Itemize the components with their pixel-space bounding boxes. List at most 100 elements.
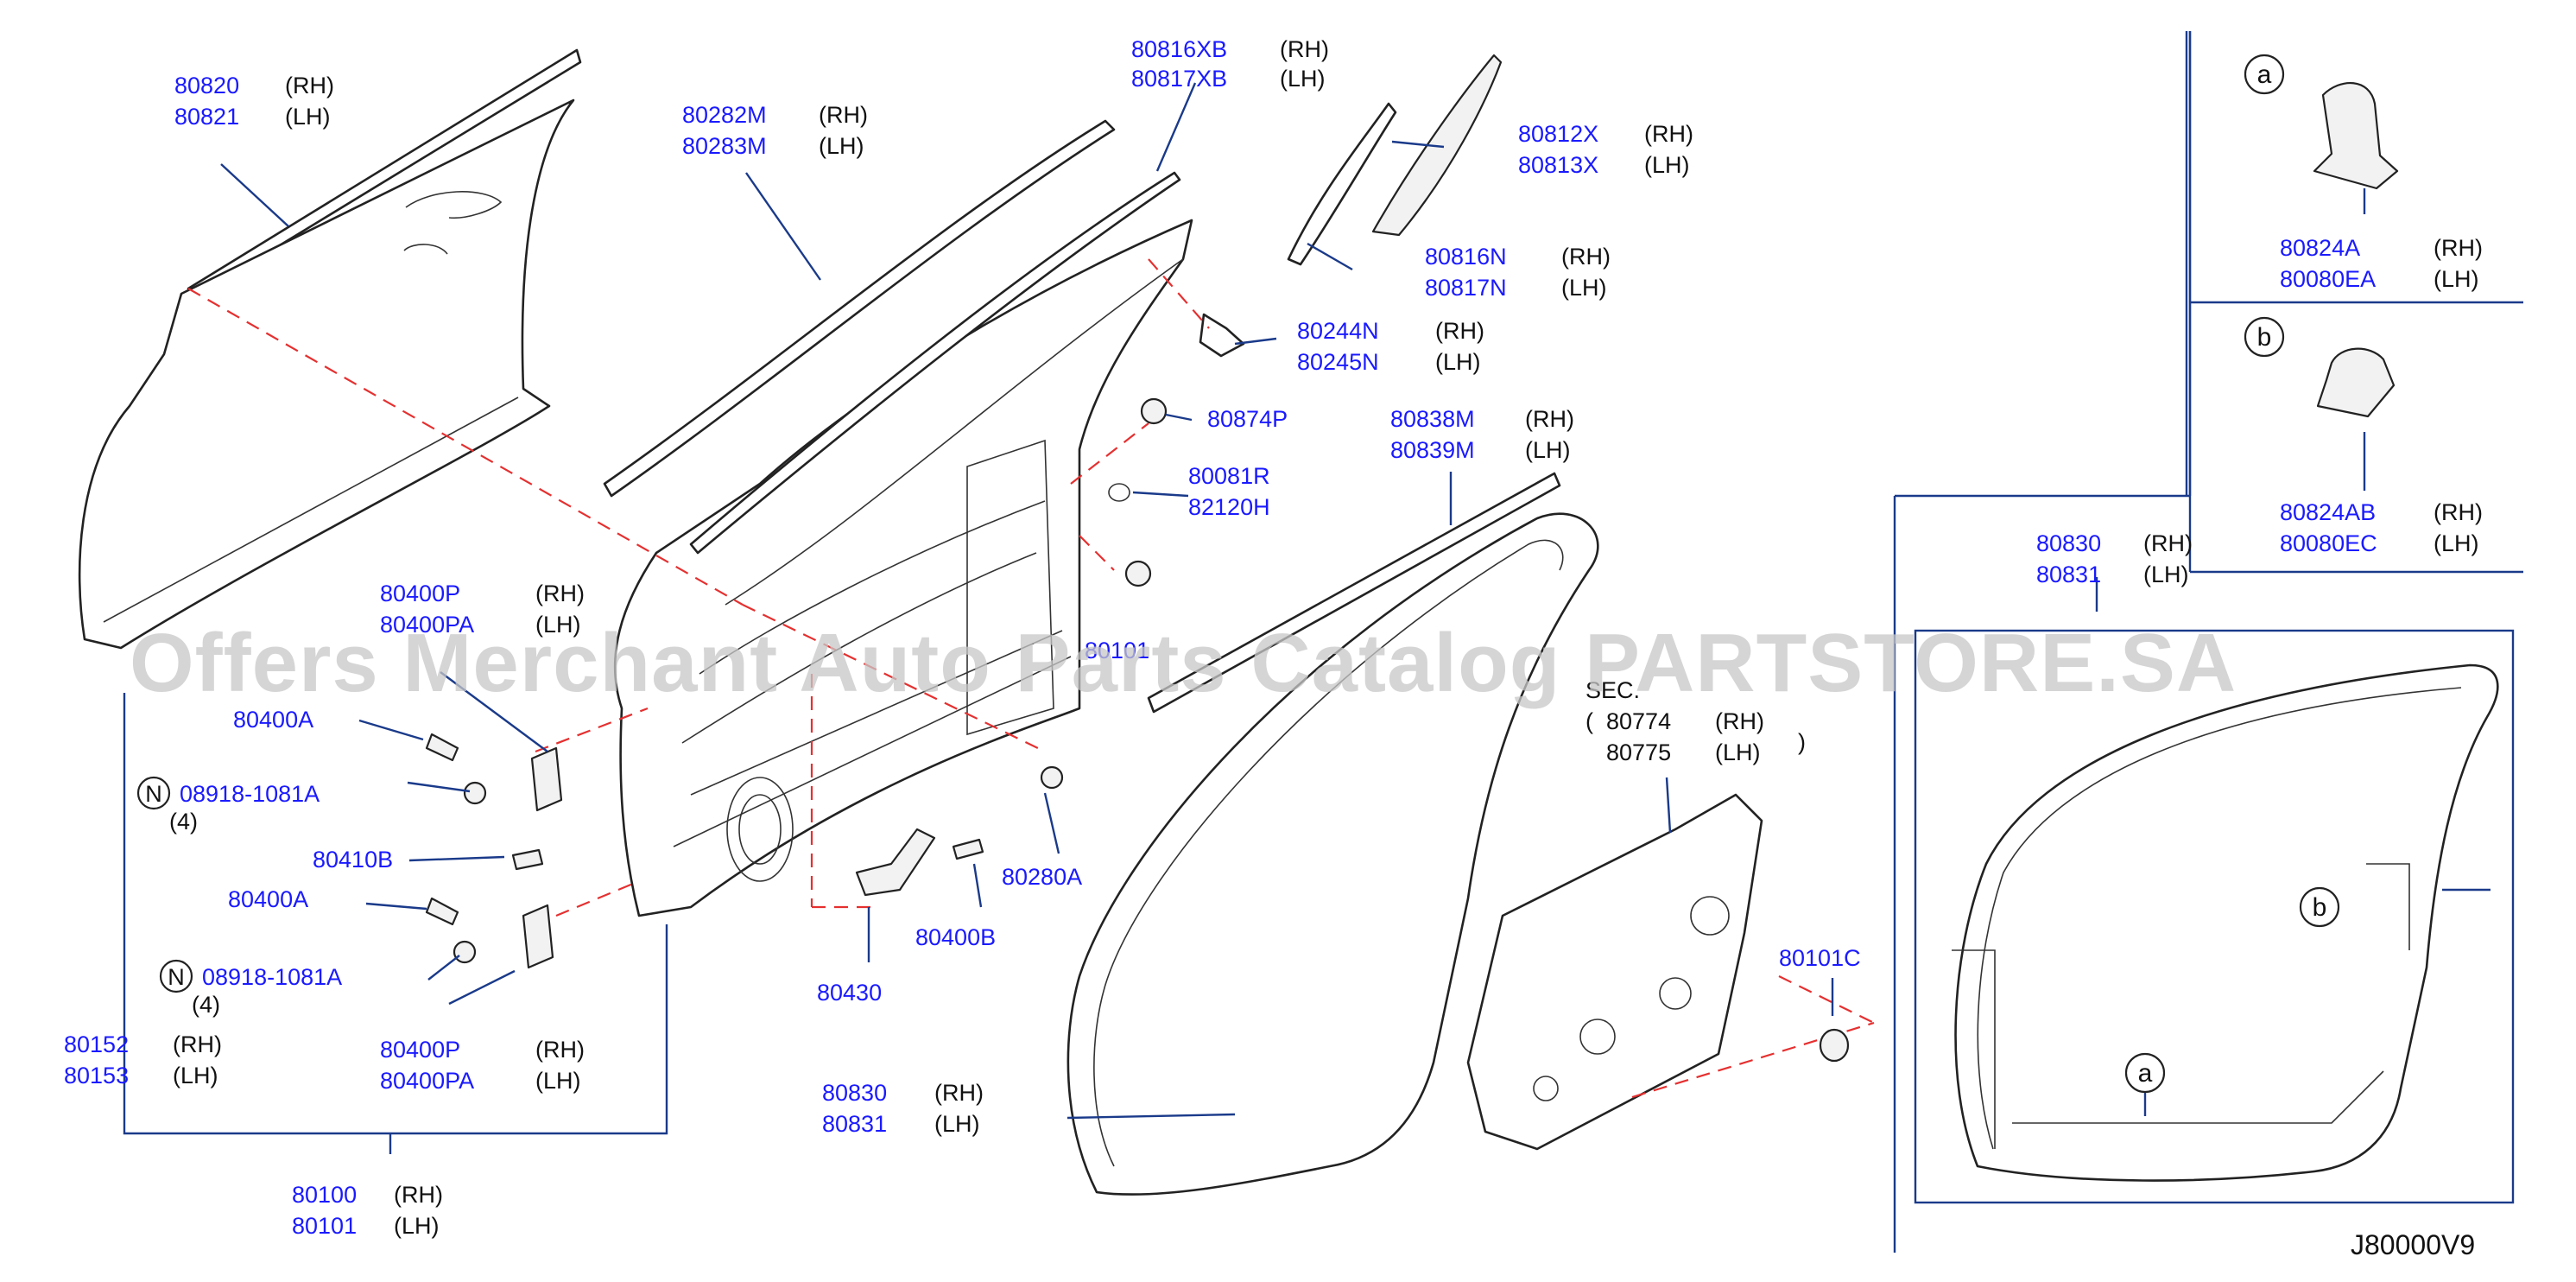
label-80101-partial: 80101	[1085, 638, 1149, 663]
label-lh-80080EC: (LH)	[2434, 530, 2479, 556]
label-rh-80820: (RH)	[285, 73, 334, 98]
label-lh-80400PA-lower: (LH)	[535, 1068, 581, 1094]
label-80410B: 80410B	[313, 847, 393, 873]
label-lh-80831-main: (LH)	[934, 1111, 980, 1137]
label-qty-upper: (4)	[169, 809, 198, 835]
label-rh-80400P-lower: (RH)	[535, 1037, 585, 1063]
label-lh-80153: (LH)	[173, 1063, 218, 1088]
label-80830-main: 80830	[822, 1080, 887, 1106]
callout-a-letter: a	[2257, 60, 2272, 89]
label-lh-80813X: (LH)	[1644, 152, 1690, 178]
label-lh-80245N: (LH)	[1435, 349, 1481, 375]
label-bracket-open: (	[1585, 708, 1593, 734]
label-80244N: 80244N	[1297, 318, 1379, 344]
callout-a-inset-letter: a	[2138, 1059, 2153, 1088]
label-80820: 80820	[174, 73, 239, 98]
diagram-code: J80000V9	[2351, 1229, 2475, 1260]
label-lh-80817XB: (LH)	[1280, 66, 1326, 92]
label-80245N: 80245N	[1297, 349, 1379, 375]
label-rh-80152: (RH)	[173, 1031, 222, 1057]
label-sec: SEC.	[1585, 677, 1640, 703]
weatherstrip-upper	[1147, 472, 1561, 714]
inset-seal-detail	[1952, 663, 2499, 1182]
label-lh-80283M: (LH)	[819, 133, 864, 159]
label-lh-80821: (LH)	[285, 104, 331, 130]
label-80824A: 80824A	[2280, 235, 2360, 261]
label-80874P: 80874P	[1207, 406, 1288, 432]
label-80430: 80430	[817, 980, 882, 1006]
callout-a-inset-circle	[2124, 1052, 2166, 1094]
door-outer-panel	[78, 48, 582, 650]
label-80816XB: 80816XB	[1131, 36, 1227, 62]
label-80152: 80152	[64, 1031, 129, 1057]
sealing-screen	[1466, 793, 1763, 1151]
label-80080EA: 80080EA	[2280, 266, 2376, 292]
label-lh-80839M: (LH)	[1525, 437, 1571, 463]
label-80774: 80774	[1606, 708, 1671, 734]
label-80813X: 80813X	[1518, 152, 1598, 178]
label-lh-80400PA-upper: (LH)	[535, 612, 581, 638]
label-lh-80080EA: (LH)	[2434, 266, 2479, 292]
label-80080EC: 80080EC	[2280, 530, 2377, 556]
callout-a-circle	[2244, 54, 2285, 95]
label-80839M: 80839M	[1390, 437, 1475, 463]
label-80100: 80100	[292, 1182, 357, 1208]
label-80101: 80101	[292, 1213, 357, 1239]
label-80775: 80775	[1606, 739, 1671, 765]
callout-b-letter: b	[2257, 323, 2272, 352]
label-rh-80816N: (RH)	[1561, 244, 1611, 270]
label-80400P-lower: 80400P	[380, 1037, 460, 1063]
label-08918-lower: 08918-1081A	[202, 964, 342, 990]
label-80101C: 80101C	[1779, 945, 1861, 971]
label-rh-80830-inset: (RH)	[2143, 530, 2193, 556]
callouts: a b b a N N	[136, 54, 2340, 1094]
label-80838M: 80838M	[1390, 406, 1475, 432]
label-80400P-upper: 80400P	[380, 581, 460, 606]
label-rh-80400P-upper: (RH)	[535, 581, 585, 606]
label-lh-80817N: (LH)	[1561, 275, 1607, 301]
nut-symbol-2: N	[168, 964, 185, 990]
label-80282M: 80282M	[682, 102, 767, 128]
callout-b-inset-circle	[2299, 886, 2340, 928]
label-80817N: 80817N	[1425, 275, 1507, 301]
nut-symbol-circle-1	[136, 776, 171, 810]
label-80280A: 80280A	[1002, 864, 1082, 890]
label-80830-inset: 80830	[2036, 530, 2101, 556]
label-qty-lower: (4)	[192, 992, 220, 1018]
label-80816N: 80816N	[1425, 244, 1507, 270]
leader-lines	[123, 82, 2491, 1154]
label-rh-80838M: (RH)	[1525, 406, 1574, 432]
label-80400A-upper: 80400A	[233, 707, 313, 733]
label-rh-80830-main: (RH)	[934, 1080, 984, 1106]
label-lh-80831-inset: (LH)	[2143, 562, 2189, 587]
door-seal	[1066, 512, 1599, 1196]
label-80831-inset: 80831	[2036, 562, 2101, 587]
label-rh-80244N: (RH)	[1435, 318, 1484, 344]
callout-b-inset-letter: b	[2313, 893, 2327, 922]
label-80283M: 80283M	[682, 133, 767, 159]
label-rh-80824A: (RH)	[2434, 235, 2483, 261]
label-80153: 80153	[64, 1063, 129, 1088]
detail-frames	[1893, 31, 2523, 1253]
nut-symbol-circle-2	[159, 959, 193, 993]
label-lh-80775: (LH)	[1715, 739, 1761, 765]
label-80400A-lower: 80400A	[228, 886, 308, 912]
label-rh-80812X: (RH)	[1644, 121, 1693, 147]
moldings	[603, 54, 1503, 555]
label-08918-upper: 08918-1081A	[180, 781, 320, 807]
label-80831-main: 80831	[822, 1111, 887, 1137]
fasteners	[425, 397, 1850, 1063]
label-80400PA-lower: 80400PA	[380, 1068, 474, 1094]
label-bracket-close: )	[1798, 729, 1806, 755]
callout-b-circle	[2244, 316, 2285, 358]
label-80400B: 80400B	[915, 924, 996, 950]
label-rh-80824AB: (RH)	[2434, 499, 2483, 525]
label-80812X: 80812X	[1518, 121, 1598, 147]
clip-a-detail	[2313, 82, 2399, 190]
watermark: Offers Merchant Auto Parts Catalog PARTS…	[130, 617, 2237, 709]
label-rh-80100: (RH)	[394, 1182, 443, 1208]
door-inner-frame	[613, 219, 1193, 917]
label-80817XB: 80817XB	[1131, 66, 1227, 92]
